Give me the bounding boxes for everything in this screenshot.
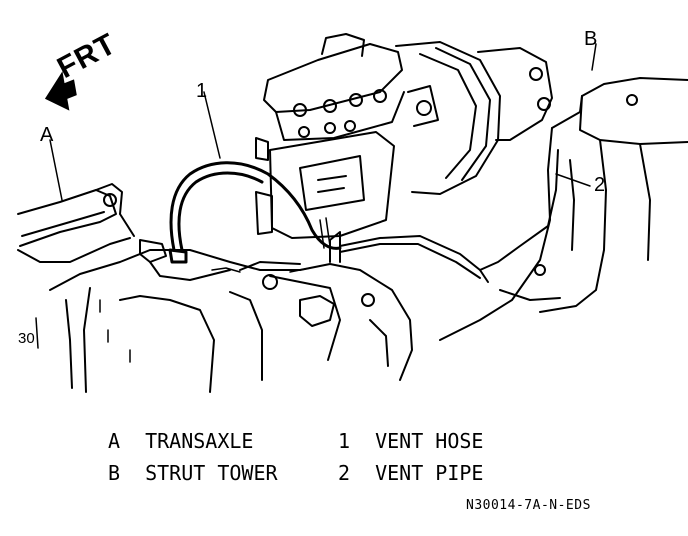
engine-block bbox=[49, 231, 413, 393]
callout-2: 2 bbox=[594, 174, 606, 196]
misc-hardware bbox=[35, 217, 331, 363]
legend-text: VENT PIPE bbox=[375, 461, 484, 485]
callout-b: B bbox=[584, 28, 598, 50]
front-direction-marker: FRT bbox=[40, 27, 150, 112]
figure-code: N30014-7A-N-EDS bbox=[466, 498, 591, 513]
callout-a: A bbox=[40, 124, 54, 146]
legend-key: 2 bbox=[338, 461, 351, 485]
legend-key: 1 bbox=[338, 429, 351, 453]
transaxle-part bbox=[17, 183, 135, 263]
brake-booster bbox=[395, 41, 553, 195]
leader-lines bbox=[49, 43, 597, 201]
strut-tower bbox=[439, 77, 688, 341]
legend-text: STRUT TOWER bbox=[145, 461, 278, 485]
legend-key: B bbox=[108, 461, 121, 485]
legend-text: TRANSAXLE bbox=[145, 429, 254, 453]
fragment-label: 30 bbox=[18, 330, 35, 347]
legend: A TRANSAXLE 1 VENT HOSE B STRUT TOWER 2 … bbox=[108, 425, 568, 489]
modulator-block bbox=[255, 131, 395, 239]
legend-row: A TRANSAXLE 1 VENT HOSE bbox=[108, 425, 568, 457]
legend-text: VENT HOSE bbox=[375, 429, 484, 453]
master-cylinder bbox=[263, 33, 405, 141]
legend-row: B STRUT TOWER 2 VENT PIPE bbox=[108, 457, 568, 489]
legend-key: A bbox=[108, 429, 121, 453]
vent-pipe bbox=[339, 149, 559, 283]
arrow-left-icon bbox=[44, 71, 77, 111]
callout-1: 1 bbox=[196, 80, 208, 102]
vent-hose bbox=[168, 161, 342, 264]
